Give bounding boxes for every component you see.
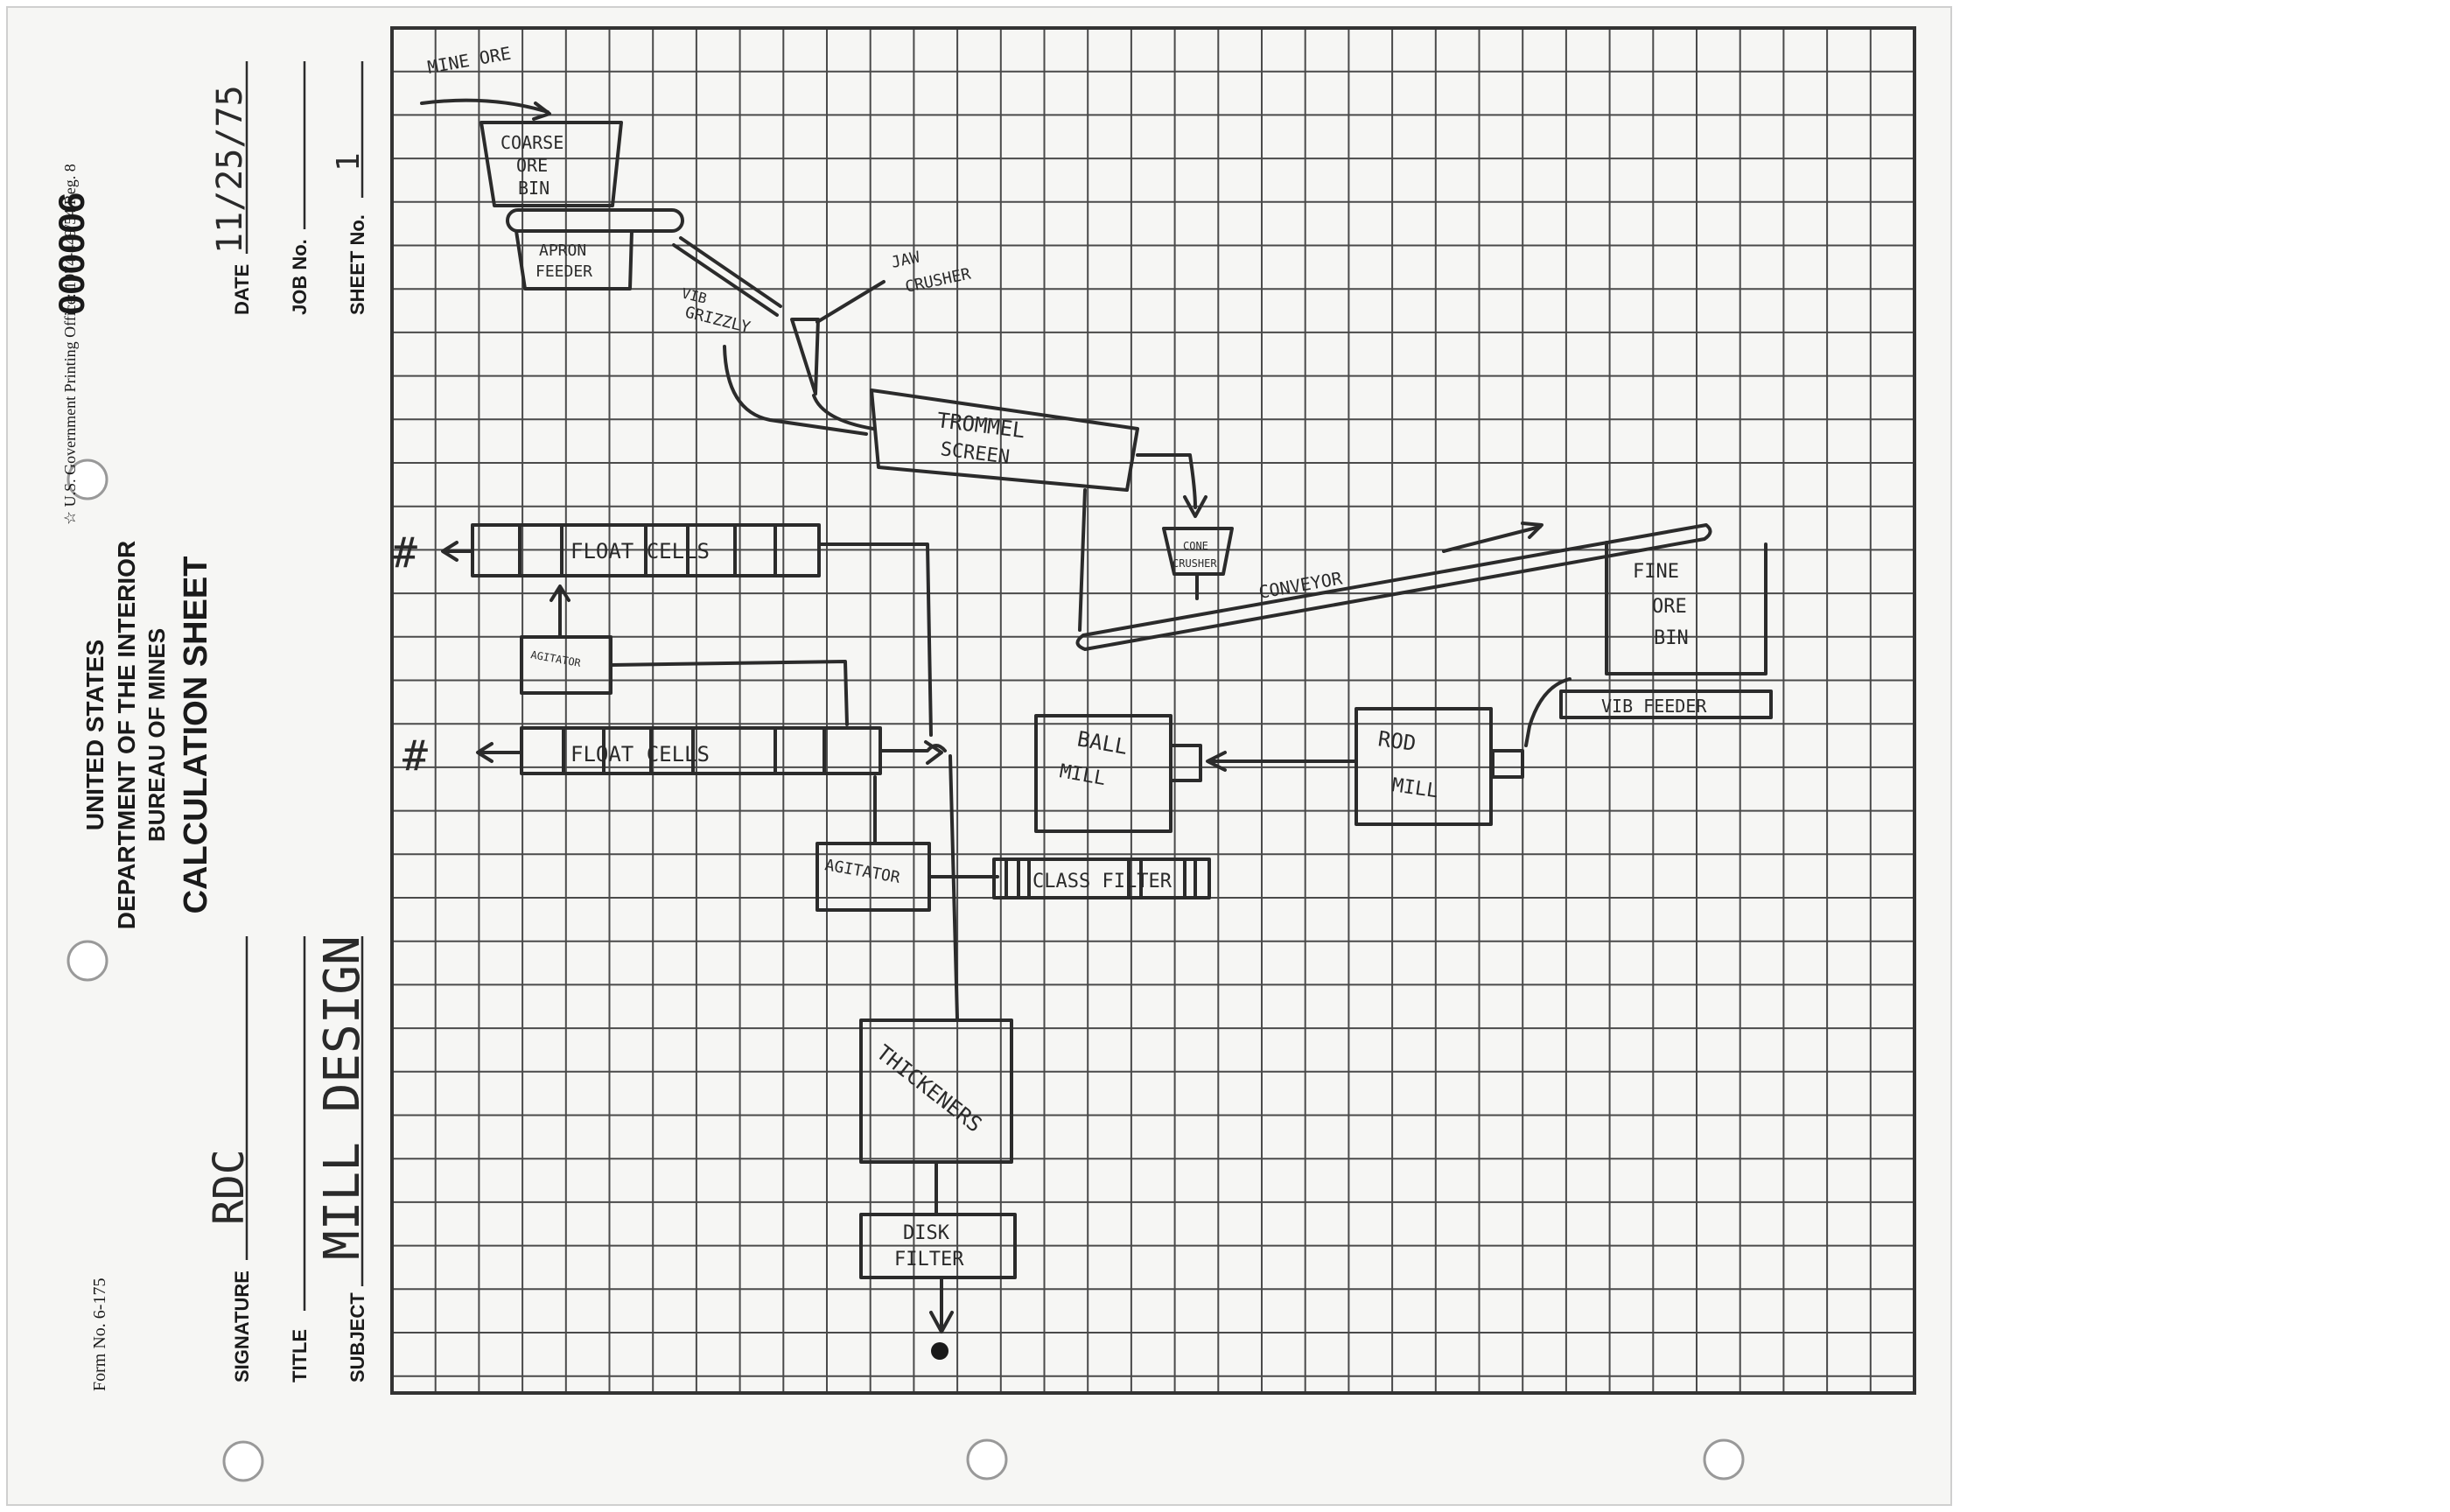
mine-ore-arrow bbox=[420, 98, 550, 114]
arrow-head-icon bbox=[532, 102, 551, 121]
arrow-head-icon bbox=[1183, 495, 1208, 518]
signature-label: SIGNATURE bbox=[231, 1270, 253, 1382]
signature-value: RDC bbox=[205, 1149, 254, 1225]
grizzly-undersize-line bbox=[723, 345, 868, 436]
product-mark-1: # bbox=[392, 528, 417, 578]
arrow-head-icon bbox=[441, 541, 458, 562]
rod-mill-trunnion bbox=[1491, 749, 1524, 779]
fine-bin-line-2: ORE bbox=[1652, 596, 1687, 618]
date-label: DATE bbox=[231, 264, 253, 315]
vib-feeder bbox=[1559, 690, 1773, 719]
float-cells-2-dividers bbox=[562, 726, 826, 775]
ball-mill-trunnion bbox=[1169, 744, 1202, 782]
binder-hole-icon bbox=[66, 940, 108, 982]
coarse-bin-line-3: BIN bbox=[518, 178, 550, 199]
fine-bin-line-3: BIN bbox=[1654, 627, 1689, 649]
coarse-bin-line-1: COARSE bbox=[500, 132, 564, 153]
date-value: 11/25/75 bbox=[210, 85, 250, 254]
ball-mill-to-cells-line bbox=[878, 744, 947, 752]
rod-mill-line-1: ROD bbox=[1376, 726, 1418, 756]
graph-grid bbox=[392, 28, 1914, 1393]
sheet-number-value: 1 bbox=[331, 152, 367, 172]
float-cells-1-label: FLOAT CELLS bbox=[570, 539, 710, 564]
cone-crusher-line-1: CONE bbox=[1183, 540, 1208, 552]
apron-feeder-line-1: APRON bbox=[539, 242, 586, 260]
trommel-undersize-line bbox=[1078, 488, 1087, 632]
float-cells-2-label: FLOAT CELLS bbox=[570, 742, 710, 766]
binder-hole-icon bbox=[222, 1440, 264, 1482]
disk-filter-line-2: FILTER bbox=[894, 1249, 964, 1270]
crusher-discharge-line bbox=[812, 394, 875, 430]
class-filter bbox=[992, 858, 1211, 900]
coarse-bin-line-2: ORE bbox=[516, 155, 548, 176]
trommel-screen bbox=[870, 388, 1139, 492]
class-filter-label: CLASS FILTER bbox=[1032, 871, 1172, 892]
job-number-label: JOB No. bbox=[289, 239, 311, 315]
thickener-feed-line bbox=[948, 754, 959, 1020]
jaw-crusher bbox=[790, 318, 820, 396]
paper bbox=[6, 6, 1952, 1506]
agitator-small-feed-line bbox=[609, 660, 849, 726]
float-cells-1-dividers bbox=[518, 523, 777, 578]
product-mark-2: # bbox=[402, 732, 428, 780]
conveyor-direction-arrow bbox=[1442, 525, 1542, 553]
vib-feeder-label: VIB FEEDER bbox=[1601, 696, 1707, 717]
binder-hole-icon bbox=[966, 1438, 1008, 1480]
coarse-ore-bin bbox=[480, 121, 623, 207]
cone-crusher bbox=[1162, 527, 1234, 576]
grid-border bbox=[390, 26, 1916, 1395]
subject-label: SUBJECT bbox=[346, 1292, 368, 1382]
binder-hole-icon bbox=[66, 458, 108, 500]
arrow-head-icon bbox=[924, 740, 943, 765]
disk-filter bbox=[859, 1213, 1017, 1279]
float-cells-1-feed-line bbox=[817, 542, 933, 737]
title-label: TITLE bbox=[289, 1329, 311, 1382]
arrow-head-icon bbox=[550, 584, 570, 602]
cone-crusher-line-2: CRUSHER bbox=[1172, 557, 1217, 570]
apron-feeder-housing bbox=[514, 229, 634, 290]
agency-line-2: DEPARTMENT OF THE INTERIOR bbox=[113, 541, 140, 929]
agency-line-3: BUREAU OF MINES bbox=[144, 628, 170, 842]
vib-grizzly-rail bbox=[679, 236, 782, 308]
subject-value: MILL DESIGN bbox=[314, 935, 371, 1260]
agency-line-1: UNITED STATES bbox=[81, 640, 108, 830]
disk-filter-line-1: DISK bbox=[903, 1222, 950, 1244]
class-filter-hatching bbox=[1004, 859, 1197, 898]
arrow-head-icon bbox=[476, 742, 494, 763]
form-number: Form No. 6-175 bbox=[90, 1278, 109, 1391]
apron-feeder bbox=[506, 208, 684, 233]
binder-hole-icon bbox=[1703, 1438, 1745, 1480]
arrow-head-icon bbox=[1206, 751, 1227, 772]
arrow-head-icon bbox=[929, 1311, 954, 1334]
conveyor bbox=[1075, 523, 1712, 651]
sheet-number-label: SHEET No. bbox=[346, 214, 368, 315]
arrow-head-icon bbox=[1521, 522, 1544, 539]
fine-ore-bin bbox=[1605, 541, 1768, 676]
vib-feeder-discharge bbox=[1524, 677, 1572, 747]
gov-printing-note: ☆ U.S. Government Printing Office: 1974-… bbox=[61, 164, 79, 525]
apron-feeder-line-2: FEEDER bbox=[536, 262, 592, 281]
mill-flowsheet: MINE ORE COARSE ORE BIN APRON FEEDER VIB… bbox=[392, 43, 1773, 1360]
sheet-title: CALCULATION SHEET bbox=[178, 556, 214, 914]
vib-grizzly bbox=[672, 243, 779, 317]
trommel-discharge bbox=[1136, 453, 1197, 509]
fine-bin-line-1: FINE bbox=[1633, 561, 1679, 583]
serial-number: 000006 bbox=[51, 192, 92, 315]
jaw-crusher-pointer bbox=[816, 280, 886, 324]
product-dot bbox=[931, 1342, 948, 1360]
